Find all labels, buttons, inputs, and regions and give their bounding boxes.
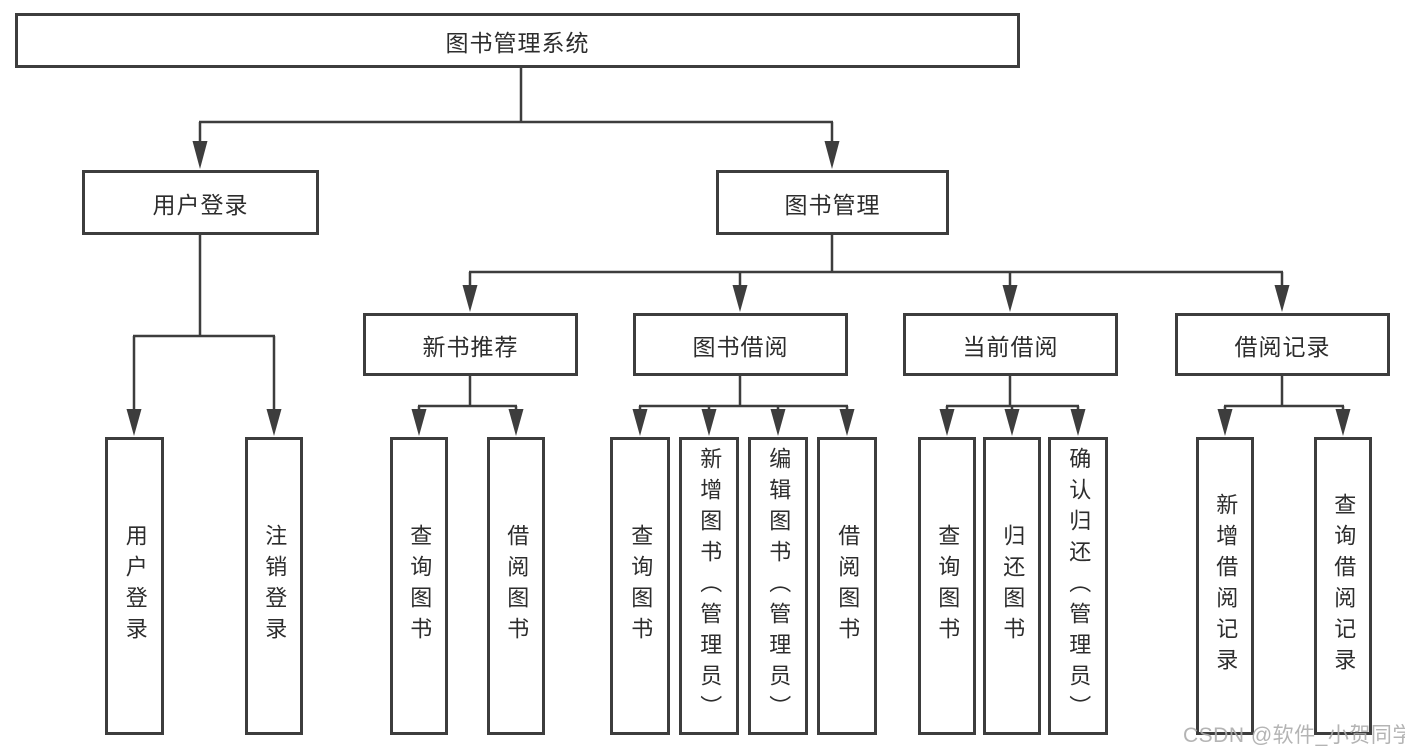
node-user-login: 用户登录 <box>82 170 319 235</box>
leaf-nb-borrow-books: 借阅图书 <box>487 437 545 735</box>
leaf-logout: 注销登录 <box>245 437 303 735</box>
leaf-cb-query-books: 查询图书 <box>918 437 976 735</box>
leaf-bb-edit-books: 编辑图书（管理员） <box>748 437 808 735</box>
leaf-bb-query-books: 查询图书 <box>610 437 670 735</box>
leaf-br-add-record: 新增借阅记录 <box>1196 437 1254 735</box>
node-new-book-recommend: 新书推荐 <box>363 313 578 376</box>
leaf-user-login: 用户登录 <box>105 437 164 735</box>
watermark-text: CSDN @软件_小贺同学 <box>1183 724 1405 747</box>
leaf-br-query-record: 查询借阅记录 <box>1314 437 1372 735</box>
node-current-borrowing: 当前借阅 <box>903 313 1118 376</box>
node-borrowing-records: 借阅记录 <box>1175 313 1390 376</box>
leaf-nb-query-books: 查询图书 <box>390 437 448 735</box>
arrowheads-group <box>126 141 1351 436</box>
leaf-bb-add-books: 新增图书（管理员） <box>679 437 739 735</box>
leaf-cb-confirm-return: 确认归还（管理员） <box>1048 437 1108 735</box>
node-root: 图书管理系统 <box>15 13 1020 68</box>
leaf-bb-borrow-books: 借阅图书 <box>817 437 877 735</box>
leaf-cb-return-books: 归还图书 <box>983 437 1041 735</box>
node-book-borrowing: 图书借阅 <box>633 313 848 376</box>
node-book-management: 图书管理 <box>716 170 949 235</box>
